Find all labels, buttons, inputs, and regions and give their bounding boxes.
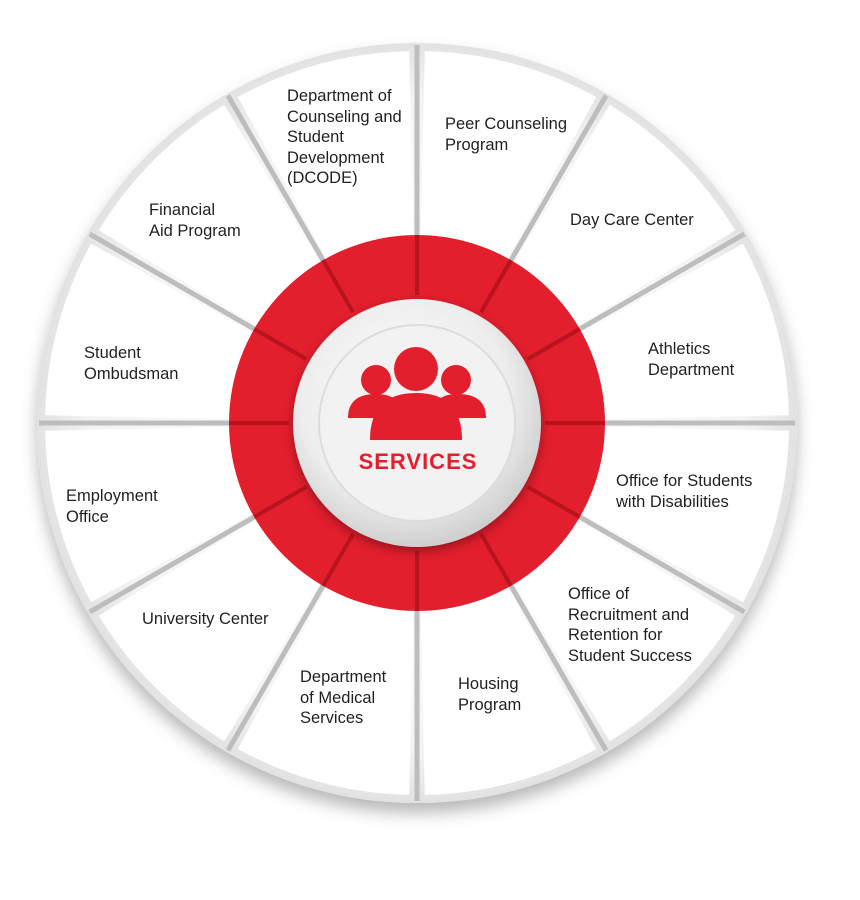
label-line: (DCODE) bbox=[287, 169, 358, 187]
label-line: Department bbox=[648, 360, 735, 379]
label-disabilities: Office for Students with Disabilities bbox=[616, 471, 752, 512]
label-line: Program bbox=[458, 695, 522, 714]
ring-divider bbox=[479, 259, 513, 314]
label-line: Financial bbox=[149, 201, 216, 219]
label-line: Department of bbox=[287, 87, 392, 105]
segment-housing bbox=[420, 584, 597, 795]
label-line: Athletics bbox=[648, 340, 711, 358]
label-line: Student bbox=[287, 128, 344, 146]
segment-divider bbox=[225, 579, 329, 752]
label-university-center: University Center bbox=[142, 609, 269, 630]
segment-university-center bbox=[98, 518, 322, 742]
label-line: Department bbox=[300, 668, 387, 686]
label-line: of Medical bbox=[300, 688, 376, 707]
label-line: Counseling and bbox=[287, 107, 402, 126]
segment-divider bbox=[225, 94, 329, 267]
segment-athletics bbox=[578, 243, 789, 420]
segment-day-care bbox=[512, 104, 736, 328]
label-line: Student Success bbox=[568, 646, 692, 665]
label-line: Services bbox=[300, 709, 364, 727]
ring-divider bbox=[253, 327, 308, 361]
label-line: Retention for bbox=[568, 626, 663, 644]
segment-employment bbox=[45, 426, 256, 603]
label-line: Day Care Center bbox=[570, 211, 694, 229]
label-line: Program bbox=[445, 135, 509, 154]
label-line: Ombudsman bbox=[84, 364, 179, 383]
segment-peer-counseling bbox=[420, 51, 597, 262]
segment-divider bbox=[573, 231, 746, 335]
label-line: Aid Program bbox=[149, 221, 241, 240]
label-line: Employment bbox=[66, 487, 158, 505]
ring-divider bbox=[253, 485, 308, 519]
segment-divider bbox=[505, 94, 609, 267]
ring-divider bbox=[479, 532, 513, 587]
ring-divider bbox=[321, 259, 355, 314]
ring-divider bbox=[321, 532, 355, 587]
label-line: Development bbox=[287, 148, 385, 167]
label-line: University Center bbox=[142, 610, 269, 628]
label-line: Recruitment and bbox=[568, 605, 690, 624]
people-group-icon bbox=[348, 347, 486, 440]
label-line: Peer Counseling bbox=[445, 115, 567, 133]
label-line: Housing bbox=[458, 675, 519, 693]
segment-divider bbox=[88, 231, 261, 335]
label-line: Office for Students bbox=[616, 472, 753, 490]
segment-divider bbox=[505, 579, 609, 752]
label-line: Office of bbox=[568, 585, 630, 603]
segment-divider bbox=[88, 511, 261, 615]
ring-divider bbox=[526, 485, 581, 519]
label-line: Office bbox=[66, 507, 109, 526]
segment-medical bbox=[237, 584, 414, 795]
segment-disabilities bbox=[578, 426, 789, 603]
label-day-care: Day Care Center bbox=[570, 210, 694, 231]
services-title: SERVICES bbox=[358, 449, 478, 474]
ring-divider bbox=[526, 327, 581, 361]
segment-recruitment bbox=[512, 518, 736, 742]
segment-dcode bbox=[237, 51, 414, 262]
segment-ombudsman bbox=[45, 243, 256, 420]
segment-financial-aid bbox=[98, 104, 322, 328]
segment-divider bbox=[573, 511, 746, 615]
label-line: Student bbox=[84, 344, 141, 362]
label-line: with Disabilities bbox=[616, 492, 729, 511]
